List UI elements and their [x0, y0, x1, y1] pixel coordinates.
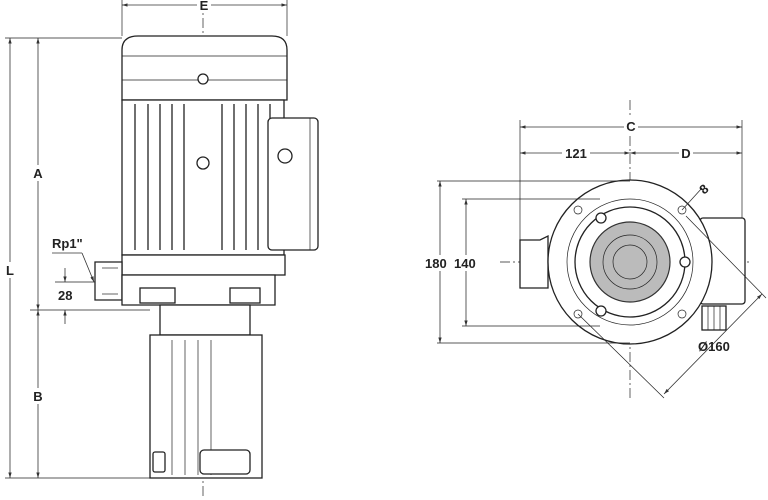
- thread-label: Rp1": [52, 236, 83, 251]
- dim-label-L: L: [6, 263, 14, 278]
- motor-fan-cover: [121, 35, 288, 101]
- suction-strainer-top: [589, 221, 671, 303]
- dim-label-E: E: [200, 0, 209, 13]
- cover-screw-icon: [197, 73, 209, 85]
- dim-label-A: A: [33, 166, 43, 181]
- flange-bolt: [139, 287, 176, 304]
- dim-label-180: 180: [425, 256, 447, 271]
- side-view: E A B L Rp1" 28: [3, 0, 319, 498]
- dim-label-D: D: [681, 146, 690, 161]
- offset-label: 28: [58, 288, 72, 303]
- dim-label-C: C: [626, 119, 636, 134]
- hole-size-label: 8: [696, 181, 711, 197]
- outlet-port-top: [519, 234, 549, 289]
- dim-label-140: 140: [454, 256, 476, 271]
- terminal-screw-icon: [277, 148, 293, 164]
- flange-bolt: [229, 287, 261, 304]
- housing-bolt-icon: [595, 305, 607, 317]
- dim-label-diameter: Ø160: [698, 339, 730, 354]
- housing-bolt-icon: [679, 256, 691, 268]
- motor-flange: [121, 254, 286, 276]
- nameplate-screw-icon: [196, 156, 210, 170]
- dim-label-121: 121: [565, 146, 587, 161]
- bolt-circle: [566, 198, 694, 326]
- dim-label-B: B: [33, 389, 42, 404]
- motor-fins: [134, 104, 271, 250]
- housing-bolt-icon: [595, 212, 607, 224]
- drain-plug: [152, 451, 166, 473]
- motor-body: [121, 99, 285, 256]
- top-view: C 121 D 8 180 140 Ø160: [424, 100, 767, 400]
- terminal-box: [267, 117, 319, 251]
- pump-neck: [159, 304, 251, 336]
- suction-strainer: [199, 449, 251, 475]
